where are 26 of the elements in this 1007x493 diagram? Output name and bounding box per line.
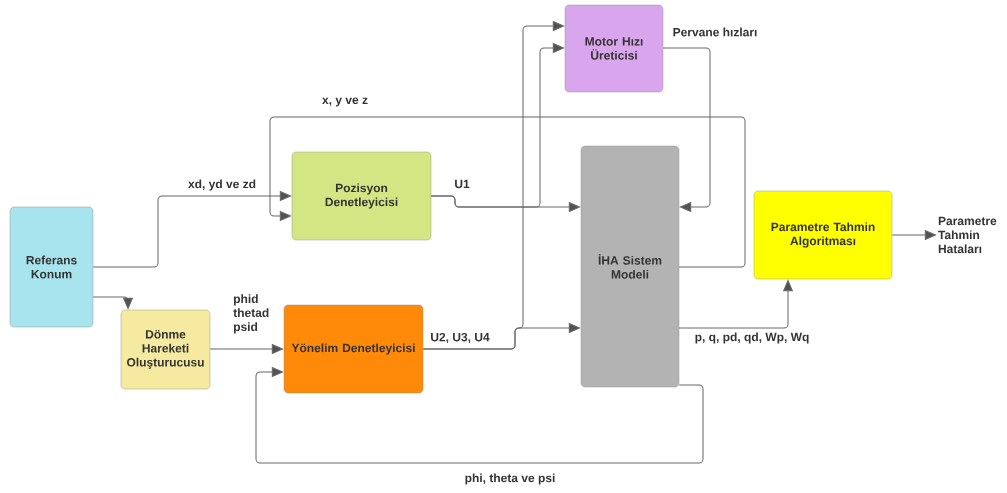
arrow (430, 43, 564, 208)
edge-label: U1 (455, 179, 470, 189)
arrow (269, 116, 746, 268)
edge-label: phid thetad psid (233, 294, 269, 334)
process-box: İHA Sistem Modeli (580, 145, 680, 388)
output-text: Parametre Tahmin Hataları (938, 216, 997, 254)
process-box: Yönelim Denetleyicisi (283, 304, 424, 394)
arrow (422, 21, 564, 350)
arrow (209, 344, 283, 354)
process-box: Dönme Hareketi Oluşturucusu (120, 309, 211, 390)
arrow (891, 230, 936, 240)
edge-label: phi, theta ve psi (465, 473, 555, 485)
edge-label: p, q, pd, qd, Wp, Wq (695, 332, 809, 344)
process-box: Referans Konum (9, 206, 94, 328)
arrow (92, 296, 133, 309)
process-box: Pozisyon Denetleyicisi (291, 151, 432, 241)
arrow (92, 191, 291, 268)
edge-label: x, y ve z (322, 97, 368, 107)
edge-label: Pervane hızları (673, 27, 757, 37)
edge-label: U2, U3, U4 (431, 332, 490, 344)
edge-label: xd, yd ve zd (188, 179, 256, 191)
arrow (678, 280, 793, 329)
process-box: Motor Hızı Üreticisi (564, 4, 664, 93)
process-box: Parametre Tahmin Algoritması (753, 190, 893, 280)
arrow (662, 47, 711, 212)
arrow (255, 367, 704, 464)
